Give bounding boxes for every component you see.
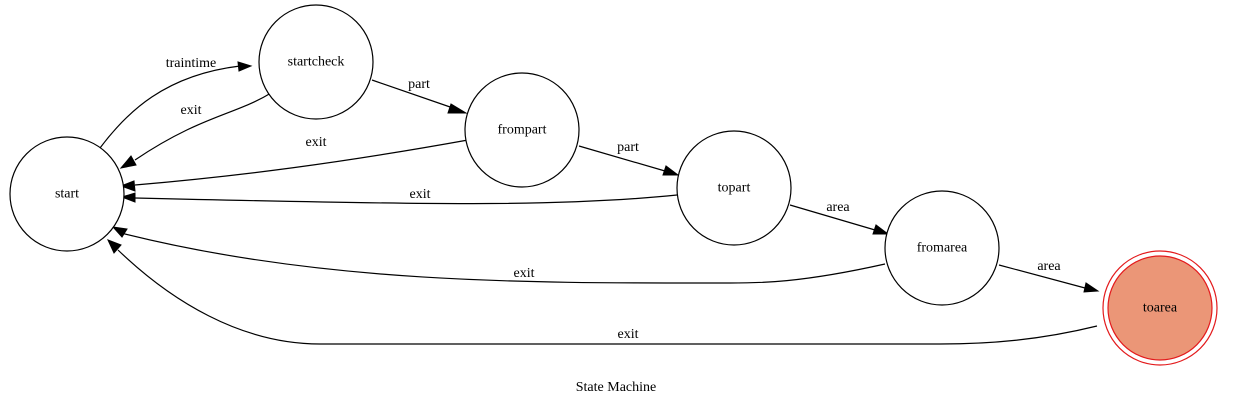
state-circle xyxy=(9,136,125,252)
edge-line xyxy=(117,249,1098,345)
state-label: frompart xyxy=(498,123,547,138)
edge-line xyxy=(119,231,886,284)
edge-startcheck-frompart: part xyxy=(371,77,468,114)
arrowhead-icon xyxy=(120,192,136,203)
arrowhead-icon xyxy=(237,61,253,72)
edge-line xyxy=(789,204,876,231)
state-label: start xyxy=(55,187,79,202)
arrowhead-icon xyxy=(111,226,128,238)
state-node-toarea: toarea xyxy=(1102,250,1218,366)
state-circle xyxy=(464,72,580,188)
arrowhead-icon xyxy=(119,180,136,192)
edge-fromarea-toarea: area xyxy=(998,259,1100,293)
edge-label: part xyxy=(617,140,639,155)
edge-label: area xyxy=(1037,259,1061,274)
state-label: fromarea xyxy=(917,241,968,256)
edge-topart-fromarea: area xyxy=(789,200,890,235)
edge-frompart-topart: part xyxy=(578,140,680,176)
arrowhead-icon xyxy=(1083,282,1100,293)
state-node-topart: topart xyxy=(676,130,792,246)
edge-line xyxy=(371,79,454,109)
state-circle xyxy=(884,190,1000,306)
edge-label: area xyxy=(826,200,850,215)
edge-line xyxy=(134,92,272,161)
edge-startcheck-start: exit xyxy=(119,92,272,169)
state-label: toarea xyxy=(1143,301,1178,316)
state-node-frompart: frompart xyxy=(464,72,580,188)
edge-toarea-start: exit xyxy=(107,239,1098,345)
nodes-layer: start startcheck frompart topart fromarea toa… xyxy=(9,4,1218,366)
state-label: startcheck xyxy=(288,55,345,70)
edge-topart-start: exit xyxy=(120,187,678,205)
accept-state-circle xyxy=(1107,255,1213,361)
edge-line xyxy=(134,194,678,205)
state-label: topart xyxy=(718,181,751,196)
state-circle xyxy=(258,4,374,120)
state-circle xyxy=(676,130,792,246)
edge-label: exit xyxy=(181,103,202,118)
arrowhead-icon xyxy=(119,155,137,169)
edge-label: exit xyxy=(514,266,535,281)
graph-title: State Machine xyxy=(576,380,656,395)
edge-line xyxy=(578,145,666,172)
arrowhead-icon xyxy=(107,239,122,254)
edge-line xyxy=(134,139,469,186)
accept-state-outer-ring xyxy=(1102,250,1218,366)
arrowhead-icon xyxy=(662,165,680,176)
edge-frompart-start: exit xyxy=(119,135,469,192)
edge-label: exit xyxy=(410,187,431,202)
edge-line xyxy=(99,65,241,149)
edge-label: exit xyxy=(618,327,639,342)
arrowhead-icon xyxy=(872,224,890,235)
edge-label: exit xyxy=(306,135,327,150)
arrowhead-icon xyxy=(447,103,468,114)
state-node-start: start xyxy=(9,136,125,252)
edges-layer: traintime exit part exit part exit area exit are… xyxy=(99,56,1100,345)
state-node-startcheck: startcheck xyxy=(258,4,374,120)
edge-start-startcheck: traintime xyxy=(99,56,253,149)
edge-label: part xyxy=(408,77,430,92)
edge-fromarea-start: exit xyxy=(111,226,886,284)
state-node-fromarea: fromarea xyxy=(884,190,1000,306)
edge-line xyxy=(998,264,1086,289)
edge-label: traintime xyxy=(166,56,217,71)
